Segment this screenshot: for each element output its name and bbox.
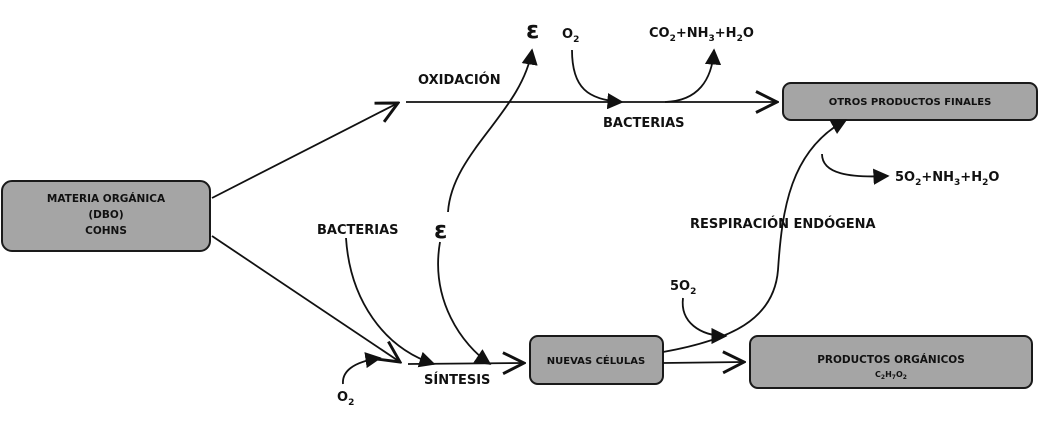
bacterias-left-label: BACTERIAS: [317, 223, 399, 238]
curve-sintesis-to-epsilon: [447, 48, 538, 213]
productos-organicos-formula: C2H7O2: [875, 370, 907, 381]
materia-line2: (DBO): [88, 209, 123, 221]
epsilon-top-label: ε: [526, 16, 539, 44]
o2-top-label: O2: [562, 27, 579, 45]
o2-bottom-label: O2: [337, 390, 354, 408]
arrow-sintesis-to-nuevas: [407, 363, 524, 364]
curve-epsilon-to-sintesis: [437, 241, 492, 365]
nuevas-celulas-box: [529, 335, 664, 385]
otros-productos-box: [782, 82, 1038, 121]
arrow-to-oxidacion: [211, 103, 398, 199]
curve-otros-to-products-right: [821, 153, 890, 185]
materia-line1: MATERIA ORGÁNICA: [47, 192, 166, 205]
5o2-nh3-h2o-label: 5O2+NH3+H2O: [895, 170, 999, 188]
materia-line3: COHNS: [85, 225, 127, 237]
oxidacion-label: OXIDACIÓN: [418, 72, 501, 88]
otros-productos-label: OTROS PRODUCTOS FINALES: [829, 97, 992, 108]
curve-5o2-to-respiracion: [681, 297, 728, 345]
co2-nh3-h2o-label: CO2+NH3+H2O: [649, 26, 754, 44]
curve-nuevas-to-otros: [662, 119, 848, 353]
epsilon-mid-label: ε: [434, 216, 447, 244]
curve-o2-bottom-to-flow: [342, 352, 382, 385]
nuevas-celulas-label: NUEVAS CÉLULAS: [547, 354, 645, 367]
curve-o2-to-bacterias: [571, 49, 624, 110]
curve-bacterias-to-sintesis: [345, 237, 436, 368]
respiracion-endogena-label: RESPIRACIÓN ENDÓGENA: [690, 216, 876, 232]
curve-bacterias-to-co2: [664, 48, 722, 103]
productos-organicos-box: [749, 335, 1033, 389]
sintesis-label: SÍNTESIS: [424, 372, 490, 388]
bacterias-top-label: BACTERIAS: [603, 116, 685, 131]
materia-organica-box: [1, 180, 211, 252]
arrow-to-sintesis: [211, 235, 400, 362]
5o2-mid-label: 5O2: [670, 279, 696, 297]
arrow-nuevas-to-productos: [662, 362, 744, 363]
productos-organicos-label: PRODUCTOS ORGÁNICOS: [817, 353, 965, 366]
